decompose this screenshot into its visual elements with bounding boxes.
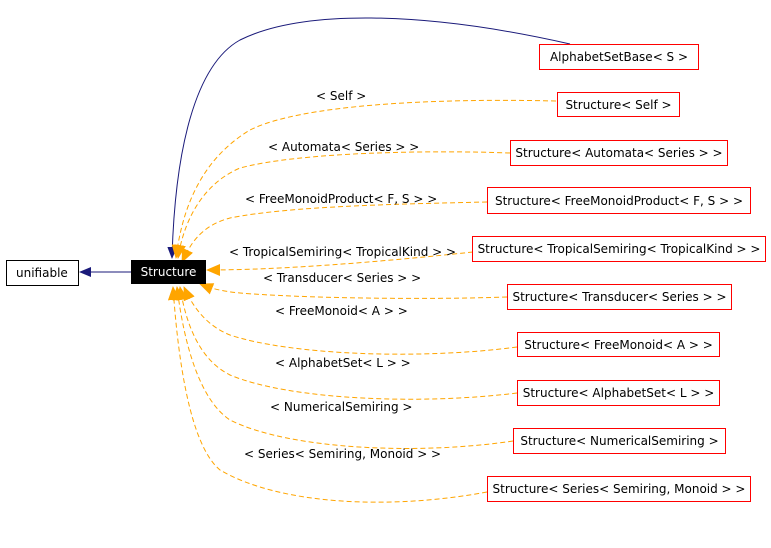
edge-label-free-monoid-product: < FreeMonoidProduct< F, S > > <box>245 192 438 206</box>
edge-free-monoid <box>183 286 518 355</box>
edge-label-numerical-semiring: < NumericalSemiring > <box>270 400 413 414</box>
node-structure-alphabet-set[interactable]: Structure< AlphabetSet< L > > <box>517 380 720 406</box>
node-structure-self[interactable]: Structure< Self > <box>557 92 680 117</box>
edge-transducer <box>199 283 508 299</box>
node-structure-free-monoid-product[interactable]: Structure< FreeMonoidProduct< F, S > > <box>487 187 751 214</box>
edge-free-monoid-product <box>181 201 488 263</box>
edge-label-self: < Self > <box>316 89 367 103</box>
edge-label-transducer: < Transducer< Series > > <box>263 271 422 285</box>
node-alphabet-set-base[interactable]: AlphabetSetBase< S > <box>539 44 699 70</box>
edge-label-tropical-semiring: < TropicalSemiring< TropicalKind > > <box>229 245 457 259</box>
node-structure[interactable]: Structure <box>131 260 206 284</box>
edge-numerical-semiring <box>172 286 514 449</box>
edge-label-automata: < Automata< Series > > <box>268 140 420 154</box>
edge-self <box>171 99 557 259</box>
edge-label-free-monoid: < FreeMonoid< A > > <box>275 304 408 318</box>
edge-alphabet-set <box>176 286 518 400</box>
edge-label-series: < Series< Semiring, Monoid > > <box>244 447 442 461</box>
node-structure-transducer[interactable]: Structure< Transducer< Series > > <box>507 284 732 310</box>
edge-label-alphabet-set: < AlphabetSet< L > > <box>275 356 411 370</box>
node-structure-automata[interactable]: Structure< Automata< Series > > <box>510 140 728 166</box>
node-structure-numerical-semiring[interactable]: Structure< NumericalSemiring > <box>513 428 726 454</box>
node-structure-tropical-semiring[interactable]: Structure< TropicalSemiring< TropicalKin… <box>472 236 766 262</box>
node-structure-series[interactable]: Structure< Series< Semiring, Monoid > > <box>487 476 751 502</box>
edge-alphabetsetbase-to-structure <box>167 17 571 259</box>
node-structure-free-monoid[interactable]: Structure< FreeMonoid< A > > <box>517 332 720 357</box>
node-unifiable[interactable]: unifiable <box>6 260 79 286</box>
edge-tropical-semiring <box>206 251 474 276</box>
edge-series <box>167 286 488 503</box>
